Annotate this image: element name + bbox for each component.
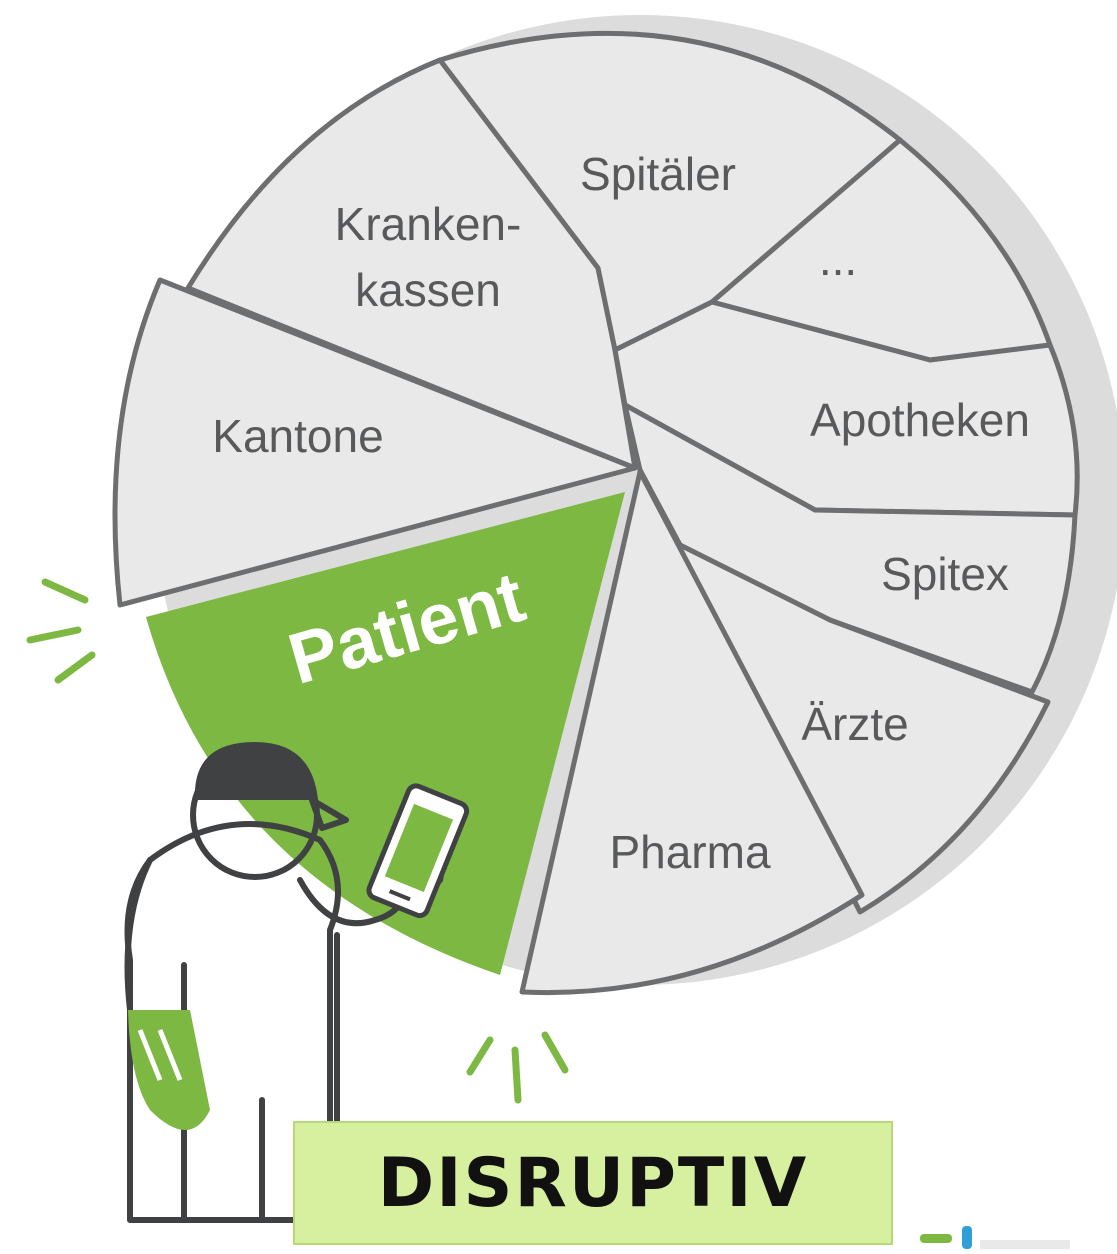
label-krankenkassen-line2: kassen — [355, 264, 501, 316]
label-spitex: Spitex — [881, 548, 1009, 600]
segment-pharma — [519, 469, 865, 996]
bag-icon — [128, 1010, 210, 1130]
segment-patient — [146, 492, 625, 975]
label-spitaeler: Spitäler — [580, 148, 736, 200]
label-aerzte: Ärzte — [801, 698, 908, 750]
label-kantone: Kantone — [212, 410, 383, 462]
segment-kantone — [112, 277, 638, 608]
badge-label: DISRUPTIV — [377, 1143, 809, 1223]
corner-logo-fragment — [920, 1226, 1070, 1249]
label-apotheken: Apotheken — [810, 394, 1030, 446]
disruptiv-badge: DISRUPTIV — [293, 1121, 893, 1245]
label-ellipsis: ... — [819, 233, 857, 285]
person-illustration — [124, 742, 470, 1223]
segment-spitaeler — [437, 30, 903, 353]
segment-aerzte — [637, 467, 1051, 915]
label-pharma: Pharma — [609, 826, 770, 878]
spark-lines-left — [26, 578, 96, 684]
segment-krankenkassen — [185, 57, 638, 471]
spark-lines-bottom — [466, 1031, 569, 1104]
smartphone-icon — [366, 783, 470, 919]
cap-icon — [194, 742, 318, 800]
segment-ellipsis — [709, 137, 1053, 363]
label-krankenkassen-line1: Kranken- — [335, 198, 522, 250]
